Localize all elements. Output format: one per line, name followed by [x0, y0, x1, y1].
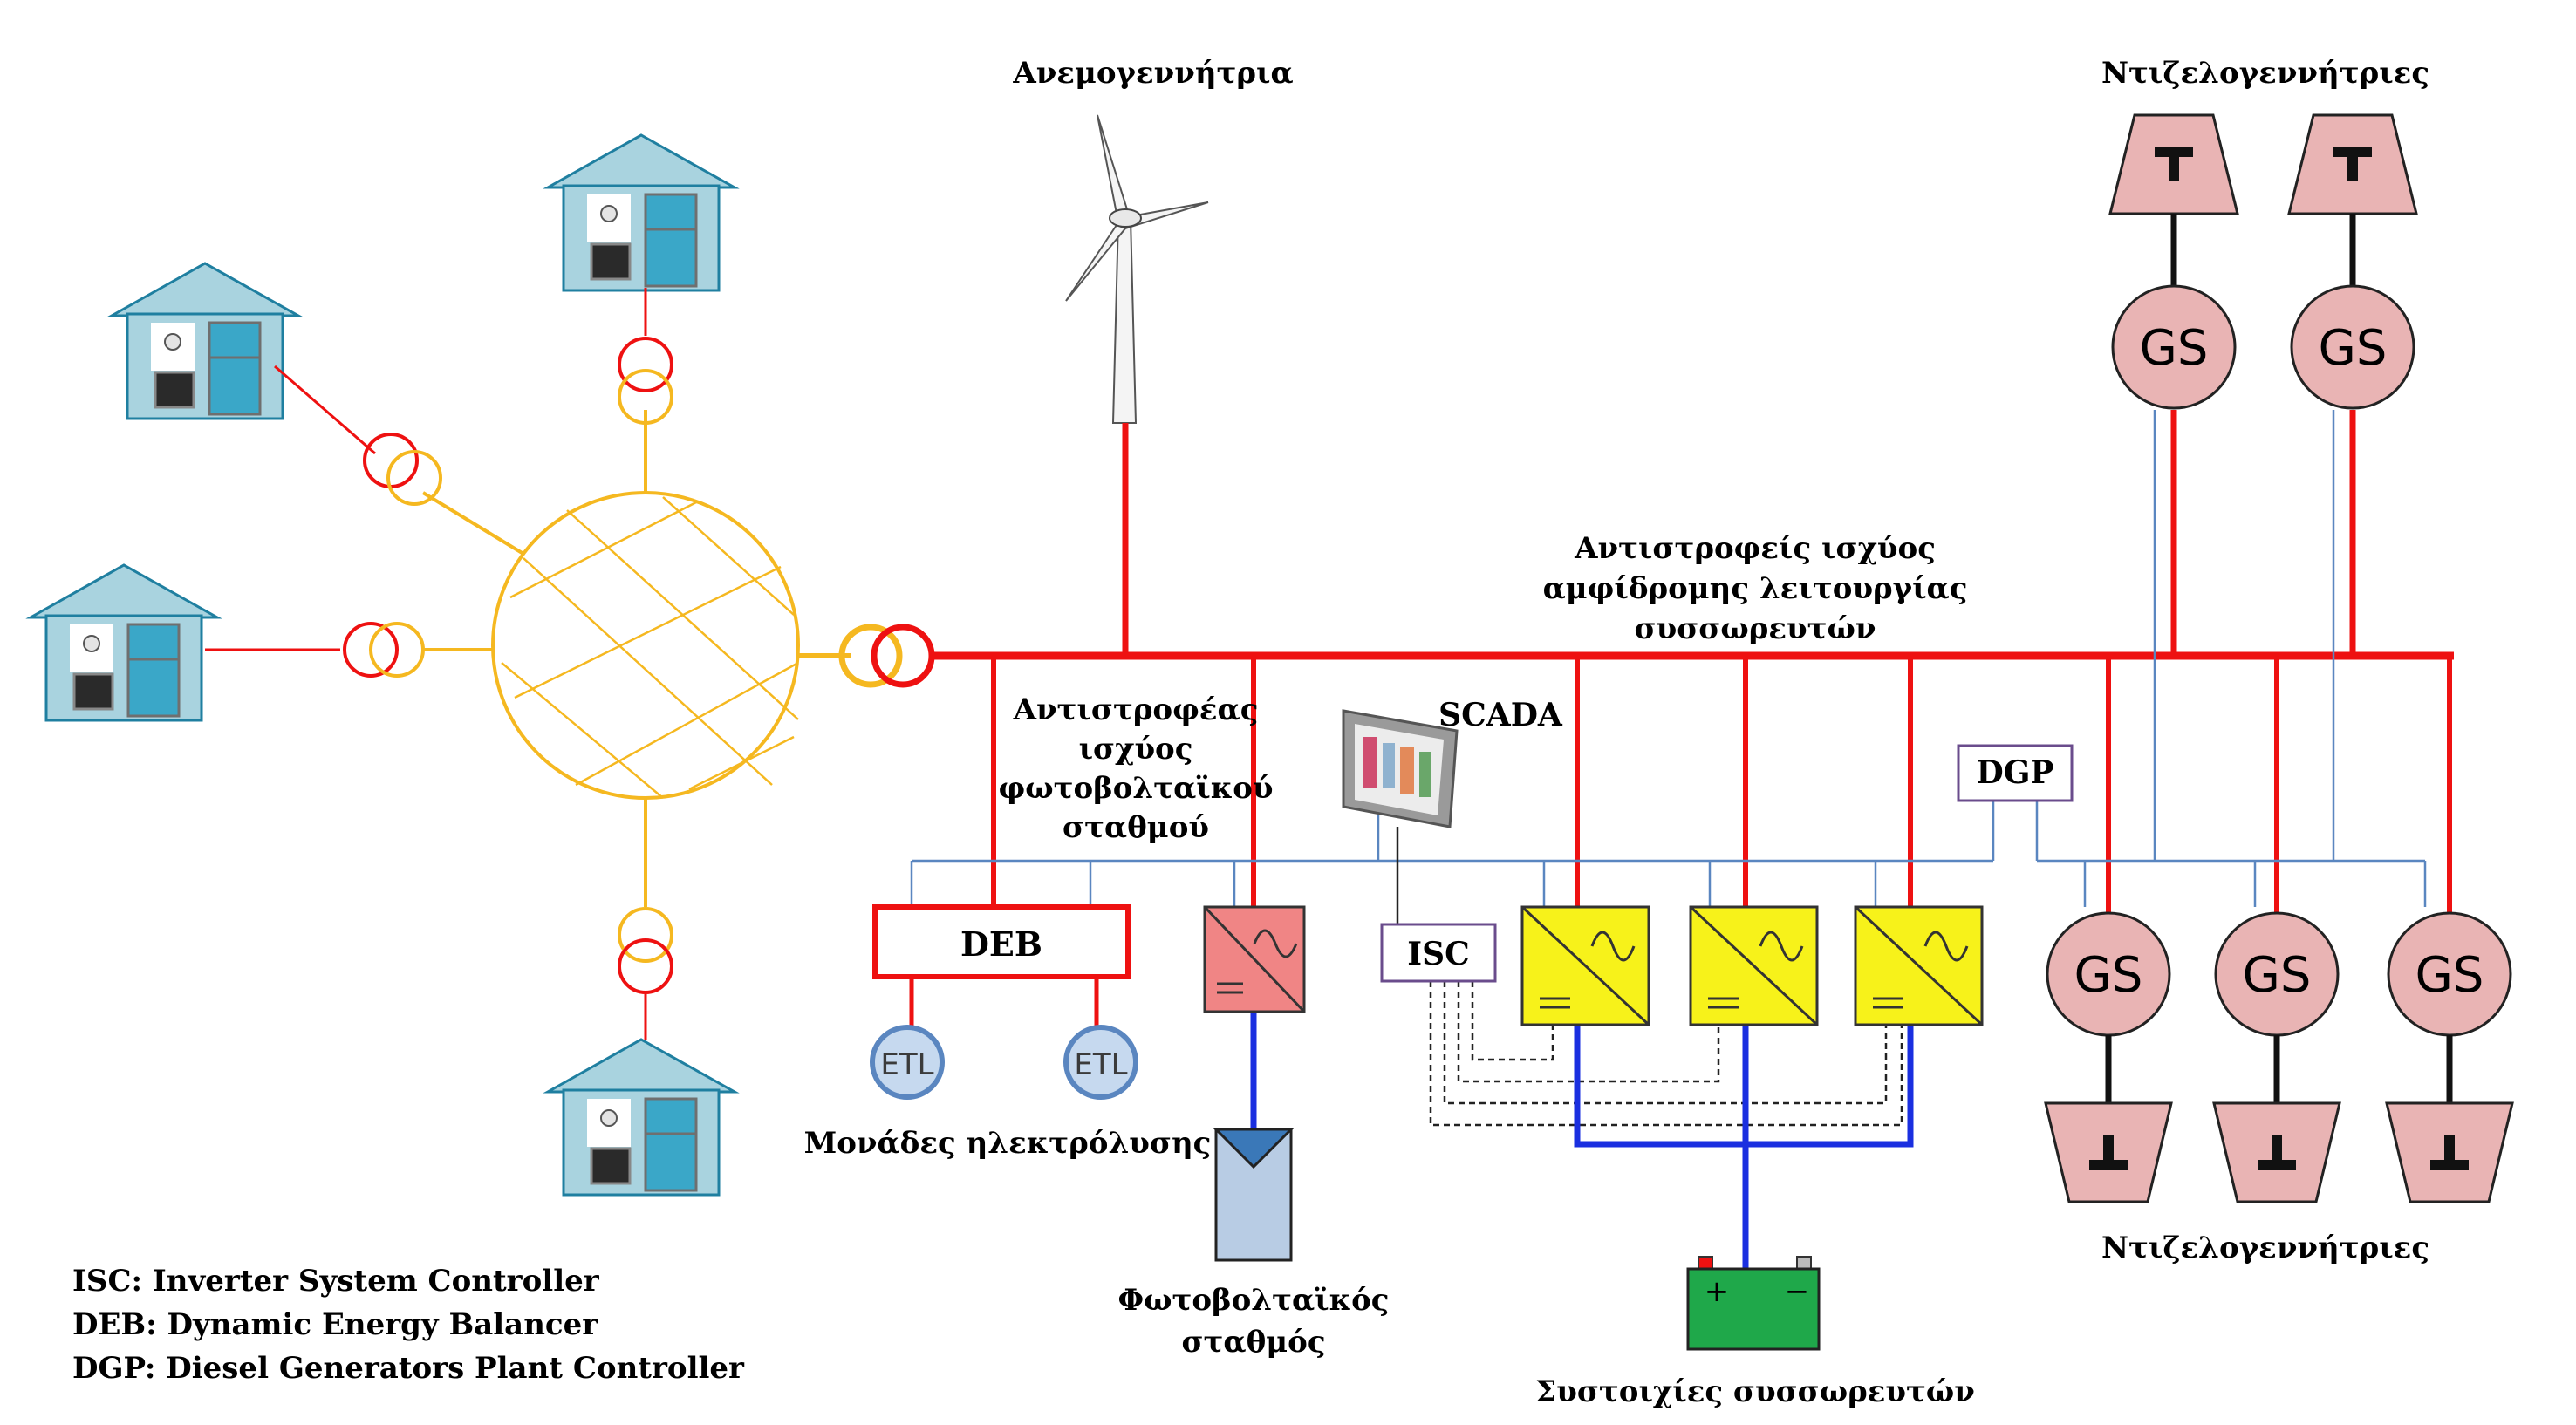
house-top [543, 133, 740, 292]
generator-top-1: GS [2111, 284, 2237, 410]
etl-unit-1: ETL [870, 1025, 945, 1100]
battery-inverters-label-3: συσσωρευτών [1635, 611, 1876, 646]
legend: ISC: Inverter System Controller DEB: Dyn… [72, 1264, 745, 1386]
generator-bottom-1-label: GS [2074, 947, 2143, 1004]
distribution-mesh [501, 496, 799, 799]
transformer-bottom [618, 907, 673, 994]
house-bottom [543, 1038, 740, 1197]
distribution-substation-circle [491, 491, 800, 800]
pv-inverter [1203, 905, 1306, 1013]
battery-minus: − [1785, 1274, 1810, 1309]
diesel-generators-bottom-label: Ντιζελογεννήτριες [2101, 1231, 2429, 1265]
transformer-left [343, 622, 425, 678]
electrolysis-label: Μονάδες ηλεκτρόλυσης [804, 1126, 1212, 1161]
batteries-label: Συστοιχίες συσσωρευτών [1535, 1374, 1975, 1409]
generator-bottom-1: GS [2046, 911, 2171, 1037]
deb-box: DEB [872, 904, 1131, 979]
dgp-box: DGP [1957, 744, 2074, 802]
pv-inverter-label-4: σταθμού [1063, 810, 1209, 845]
etl-unit-2: ETL [1063, 1025, 1138, 1100]
diesel-engine-bottom-2 [2212, 1101, 2341, 1203]
generator-top-2-label: GS [2319, 320, 2388, 377]
battery-inverter-2 [1689, 905, 1819, 1026]
dc-bus [1574, 1025, 1914, 1269]
etl-links [909, 977, 1099, 1027]
house-upper-left [106, 262, 304, 420]
generator-top-2: GS [2290, 284, 2415, 410]
pv-inverter-label-1: Αντιστροφέας [1013, 692, 1259, 727]
deb-label: DEB [960, 924, 1042, 964]
pv-station-label-2: σταθμός [1181, 1325, 1325, 1360]
control-network [910, 410, 2427, 907]
etl-1-label: ETL [880, 1047, 933, 1082]
generator-bottom-3: GS [2387, 911, 2512, 1037]
legend-deb: DEB: Dynamic Energy Balancer [72, 1307, 598, 1342]
battery-inverters-label-2: αμφίδρομης λειτουργίας [1543, 571, 1968, 606]
isc-control-links [1429, 981, 1903, 1127]
main-transformer [838, 624, 935, 688]
dgp-label: DGP [1976, 754, 2053, 791]
diesel-engine-bottom-1 [2044, 1101, 2173, 1203]
ac-bus [932, 410, 2454, 916]
battery-inverters-label-1: Αντιστροφείς ισχύος [1574, 531, 1936, 566]
legend-isc: ISC: Inverter System Controller [72, 1264, 600, 1299]
battery-bank: + − [1686, 1256, 1821, 1351]
diesel-engine-top-1 [2108, 113, 2239, 215]
battery-inverter-1 [1520, 905, 1650, 1026]
transformer-top [618, 337, 673, 425]
diesel-engine-top-2 [2287, 113, 2418, 215]
isc-label: ISC [1407, 936, 1470, 972]
diesel-generators-top-label: Ντιζελογεννήτριες [2101, 56, 2429, 91]
generator-bottom-3-label: GS [2415, 947, 2484, 1004]
pv-inverter-label-2: ισχύος [1079, 732, 1193, 767]
generator-bottom-2: GS [2214, 911, 2340, 1037]
diesel-engine-bottom-3 [2385, 1101, 2514, 1203]
house-feeders [205, 288, 647, 1040]
generator-top-1-label: GS [2140, 320, 2209, 377]
pv-station-label-1: Φωτοβολταϊκός [1118, 1283, 1390, 1318]
battery-plus: + [1705, 1274, 1730, 1309]
generator-bottom-2-label: GS [2243, 947, 2312, 1004]
transformer-upper-left [363, 433, 442, 506]
scada-label: SCADA [1438, 697, 1563, 733]
pv-panel [1213, 1128, 1295, 1262]
wind-turbine [1065, 114, 1209, 424]
legend-dgp: DGP: Diesel Generators Plant Controller [72, 1351, 745, 1386]
distribution-network [421, 410, 851, 907]
etl-2-label: ETL [1074, 1047, 1127, 1082]
wind-turbine-label: Ανεμογεννήτρια [1012, 56, 1293, 91]
scada-terminal [1342, 709, 1459, 828]
pv-inverter-label-3: φωτοβολταϊκού [998, 771, 1273, 806]
house-left [25, 563, 222, 722]
isc-box: ISC [1380, 923, 1497, 983]
battery-inverter-3 [1854, 905, 1984, 1026]
